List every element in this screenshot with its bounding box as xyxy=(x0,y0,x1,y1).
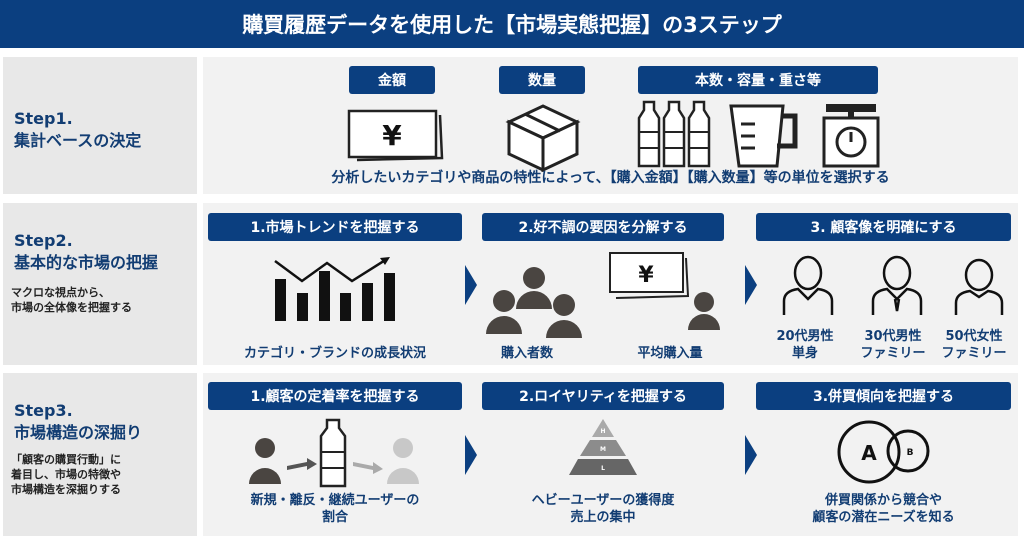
step3-header-loyalty: 2.ロイヤリティを把握する xyxy=(482,382,724,410)
caption-line: 売上の集中 xyxy=(570,510,636,525)
step3-label-panel xyxy=(3,373,197,536)
step3-desc-line1: 「顧客の購買行動」に xyxy=(11,453,121,466)
retention-caption: 新規・離反・継続ユーザーの割合 xyxy=(208,492,462,526)
step3-description: 「顧客の購買行動」に着目し、市場の特徴や市場構造を深掘りする xyxy=(11,452,121,497)
step2-desc-line2: 市場の全体像を把握する xyxy=(11,301,132,314)
personas-icon xyxy=(782,255,1004,315)
step1-heading: Step1. 集計ベースの決定 xyxy=(14,108,141,152)
arrow-icon xyxy=(745,265,757,305)
tag-volume-weight: 本数・容量・重さ等 xyxy=(638,66,878,94)
loyalty-caption: ヘビーユーザーの獲得度売上の集中 xyxy=(482,492,724,526)
persona-sublabel: ファミリー xyxy=(941,346,1007,361)
persona-label: 30代男性 xyxy=(864,329,922,344)
persona-20s-male: 20代男性単身 xyxy=(765,328,845,362)
caption-line: 割合 xyxy=(321,510,348,525)
step2-description: マクロな視点から、市場の全体像を把握する xyxy=(11,285,132,315)
box-icon xyxy=(505,104,581,172)
step2-header-trend: 1.市場トレンドを把握する xyxy=(208,213,462,241)
step3-desc-line3: 市場構造を深掘りする xyxy=(11,483,121,496)
tag-amount: 金額 xyxy=(349,66,435,94)
step3-desc-line2: 着目し、市場の特徴や xyxy=(11,468,121,481)
persona-50s-female: 50代女性ファミリー xyxy=(932,328,1016,362)
step2-title: Step2. xyxy=(14,231,73,250)
yen-bill-icon: ¥ xyxy=(347,109,444,162)
retention-flow-icon xyxy=(249,418,419,488)
average-purchase-icon: ¥ xyxy=(609,252,720,330)
step2-desc-line1: マクロな視点から、 xyxy=(11,286,110,299)
step2-header-factors: 2.好不調の要因を分解する xyxy=(482,213,724,241)
caption-line: 新規・離反・継続ユーザーの xyxy=(250,493,420,508)
step3-title: Step3. xyxy=(14,401,73,420)
step3-header-cross-purchase: 3.併買傾向を把握する xyxy=(756,382,1011,410)
step3-heading: Step3. 市場構造の深掘り xyxy=(14,400,142,444)
cross-purchase-caption: 併買関係から競合や顧客の潜在ニーズを知る xyxy=(756,492,1011,526)
loyalty-pyramid-icon: H M L xyxy=(569,419,637,475)
trend-chart-icon xyxy=(274,257,395,321)
pyramid-level-h: H xyxy=(600,428,605,435)
venn-label-b: B xyxy=(907,448,914,458)
arrow-icon xyxy=(465,435,477,475)
buyers-group-icon xyxy=(486,267,582,338)
bottles-icon xyxy=(637,100,711,168)
tag-quantity: 数量 xyxy=(499,66,585,94)
step2-header-customer: 3. 顧客像を明確にする xyxy=(756,213,1011,241)
step2-label-panel xyxy=(3,203,197,365)
step1-subtitle: 集計ベースの決定 xyxy=(14,131,142,150)
step1-content-panel xyxy=(203,57,1018,194)
step3-subtitle: 市場構造の深掘り xyxy=(14,423,143,442)
persona-sublabel: ファミリー xyxy=(860,346,926,361)
scale-icon xyxy=(822,104,880,168)
step1-caption: 分析したいカテゴリや商品の特性によって、【購入金額】【購入数量】等の単位を選択す… xyxy=(331,170,890,186)
factor-caption-buyers: 購入者数 xyxy=(500,346,553,361)
persona-label: 50代女性 xyxy=(945,329,1003,344)
step1-label-panel xyxy=(3,57,197,194)
page-title: 購買履歴データを使用した【市場実態把握】の3ステップ xyxy=(0,0,1024,48)
pyramid-level-m: M xyxy=(600,446,606,453)
factor-caption-average: 平均購入量 xyxy=(637,346,703,361)
venn-label-a: A xyxy=(861,441,877,465)
arrow-icon xyxy=(465,265,477,305)
step2-heading: Step2. 基本的な市場の把握 xyxy=(14,230,158,274)
svg-text:¥: ¥ xyxy=(382,119,402,152)
caption-line: 併買関係から競合や xyxy=(824,493,942,508)
persona-30s-male: 30代男性ファミリー xyxy=(852,328,934,362)
caption-line: 顧客の潜在ニーズを知る xyxy=(812,510,955,525)
persona-label: 20代男性 xyxy=(776,329,834,344)
pyramid-level-l: L xyxy=(601,465,605,472)
step1-title: Step1. xyxy=(14,109,73,128)
step2-subtitle: 基本的な市場の把握 xyxy=(14,253,159,272)
persona-sublabel: 単身 xyxy=(791,346,818,361)
caption-line: ヘビーユーザーの獲得度 xyxy=(531,493,675,508)
arrow-icon xyxy=(745,435,757,475)
trend-caption: カテゴリ・ブランドの成長状況 xyxy=(243,346,426,361)
svg-text:¥: ¥ xyxy=(638,263,654,288)
measuring-cup-icon xyxy=(729,104,798,168)
step3-header-retention: 1.顧客の定着率を把握する xyxy=(208,382,462,410)
